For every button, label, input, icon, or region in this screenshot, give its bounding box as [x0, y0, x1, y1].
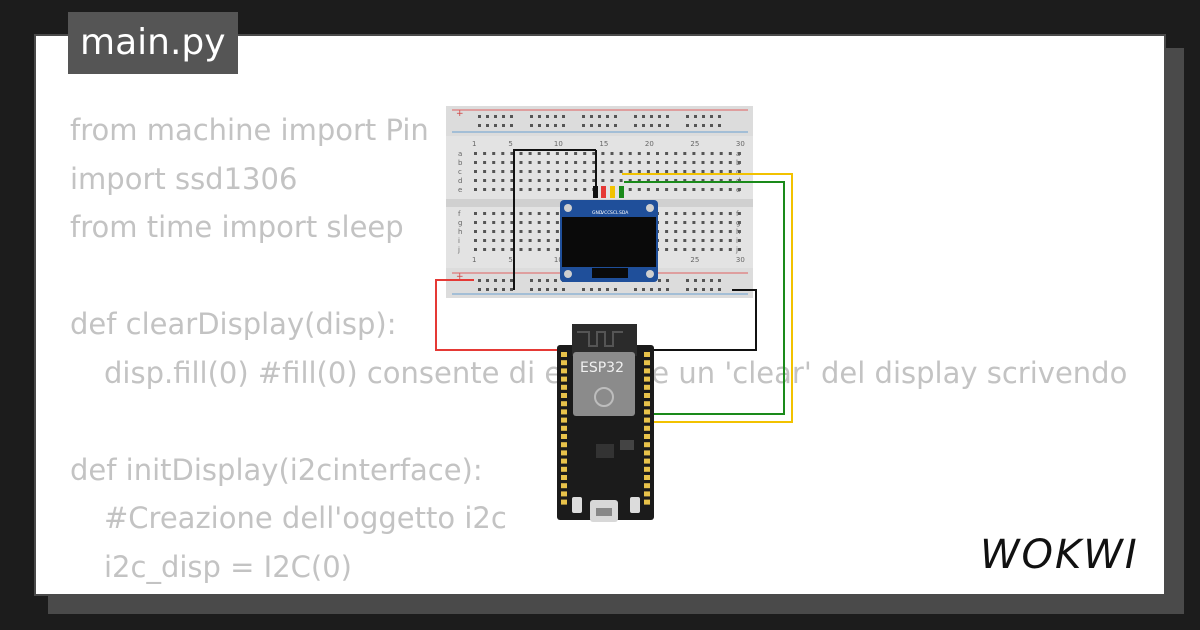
wokwi-logo: WOKWI: [980, 532, 1139, 578]
row-label: g: [736, 219, 740, 227]
esp32-pin: [644, 376, 650, 382]
column-label: 5: [508, 256, 512, 264]
wires: [435, 149, 793, 423]
scl-wire: [622, 173, 793, 423]
esp32-pin: [561, 417, 567, 423]
code-line: import ssd1306: [70, 161, 298, 196]
file-tab[interactable]: main.py: [68, 12, 238, 74]
esp32-pin: [561, 352, 567, 357]
esp32-pin: [644, 475, 650, 480]
row-label: e: [736, 186, 740, 194]
plus-marker: +: [456, 109, 464, 119]
esp32-pin: [561, 401, 567, 407]
column-label: 1: [472, 140, 476, 148]
plus-marker: +: [456, 272, 464, 282]
esp32-pin: [561, 483, 567, 489]
row-label: j: [457, 246, 460, 254]
column-label: 1: [472, 256, 476, 264]
esp32-pin: [561, 360, 567, 366]
esp32-pin: [644, 434, 650, 439]
column-label: 10: [554, 256, 563, 264]
oled-pin-label: SDA: [619, 210, 629, 216]
sda-wire: [624, 181, 785, 415]
row-label: c: [736, 168, 740, 176]
gnd-wire: [650, 289, 757, 351]
row-label: i: [458, 237, 460, 245]
esp32-pin: [644, 450, 650, 456]
esp32-pin: [644, 466, 650, 472]
column-label: 30: [736, 256, 745, 264]
oled-pin-label: GND: [592, 210, 603, 216]
column-label: 20: [645, 140, 654, 148]
esp32-pin: [644, 442, 650, 448]
column-label: 25: [690, 256, 699, 264]
column-label: 15: [599, 140, 608, 148]
esp32-pin: [561, 425, 567, 431]
esp32-board[interactable]: ESP32: [557, 324, 654, 522]
code-line: from time import sleep: [70, 210, 404, 244]
code-line: from machine import Pin: [70, 113, 429, 147]
esp32-pin: [644, 491, 650, 497]
row-label: f: [458, 210, 461, 218]
oled-pin-label: VCC: [601, 210, 610, 216]
esp32-pin: [561, 499, 567, 505]
esp32-pin: [644, 417, 650, 423]
row-label: h: [458, 228, 462, 236]
row-label: h: [736, 228, 740, 236]
esp32-pin: [644, 483, 650, 489]
row-label: c: [458, 168, 462, 176]
esp32-pin: [644, 458, 650, 464]
column-label: 10: [554, 140, 563, 148]
code-line: i2c_disp = I2C(0): [104, 549, 353, 584]
esp32-pin: [561, 393, 567, 398]
esp32-pin: [561, 491, 567, 497]
column-label: 30: [736, 140, 745, 148]
esp32-pin: [561, 442, 567, 448]
row-label: j: [735, 246, 738, 254]
esp32-pin: [561, 475, 567, 480]
esp32-pin: [561, 466, 567, 472]
row-label: e: [458, 186, 462, 194]
esp32-pin: [561, 434, 567, 439]
column-label: 25: [690, 140, 699, 148]
esp32-pin: [561, 458, 567, 464]
esp32-pin: [561, 376, 567, 382]
row-label: g: [458, 219, 462, 227]
vcc-wire: [435, 279, 562, 351]
esp32-pin: [644, 368, 650, 374]
oled-pin-label: SCL: [610, 210, 619, 216]
esp32-pin: [644, 499, 650, 505]
row-label: b: [736, 159, 741, 167]
esp32-pin: [644, 360, 650, 366]
row-label: i: [736, 237, 738, 245]
row-label: d: [458, 177, 462, 185]
esp32-pin: [644, 409, 650, 415]
esp32-pin: [561, 368, 567, 374]
breadboard-holes: [474, 115, 741, 291]
code-line: def initDisplay(i2cinterface):: [70, 452, 483, 487]
esp32-pin: [561, 450, 567, 456]
esp32-pin: [644, 352, 650, 357]
code-preview: from machine import Pin import ssd1306 fro…: [70, 106, 1130, 591]
row-label: b: [458, 159, 463, 167]
wokwi-wordmark: WOKWI: [980, 532, 1139, 578]
row-label: a: [458, 150, 462, 158]
code-line: #Creazione dell'oggetto i2c: [104, 501, 507, 535]
esp32-pin: [644, 401, 650, 407]
row-label: a: [736, 150, 740, 158]
esp32-pin: [644, 393, 650, 398]
esp32-label: ESP32: [580, 360, 624, 376]
row-label: f: [736, 210, 739, 218]
column-label: 5: [508, 140, 512, 148]
esp32-pin: [561, 409, 567, 415]
gnd-wire: [513, 149, 596, 290]
code-line: def clearDisplay(disp):: [70, 307, 397, 341]
esp32-pin: [644, 384, 650, 390]
esp32-pin: [561, 384, 567, 390]
esp32-pin: [644, 425, 650, 431]
